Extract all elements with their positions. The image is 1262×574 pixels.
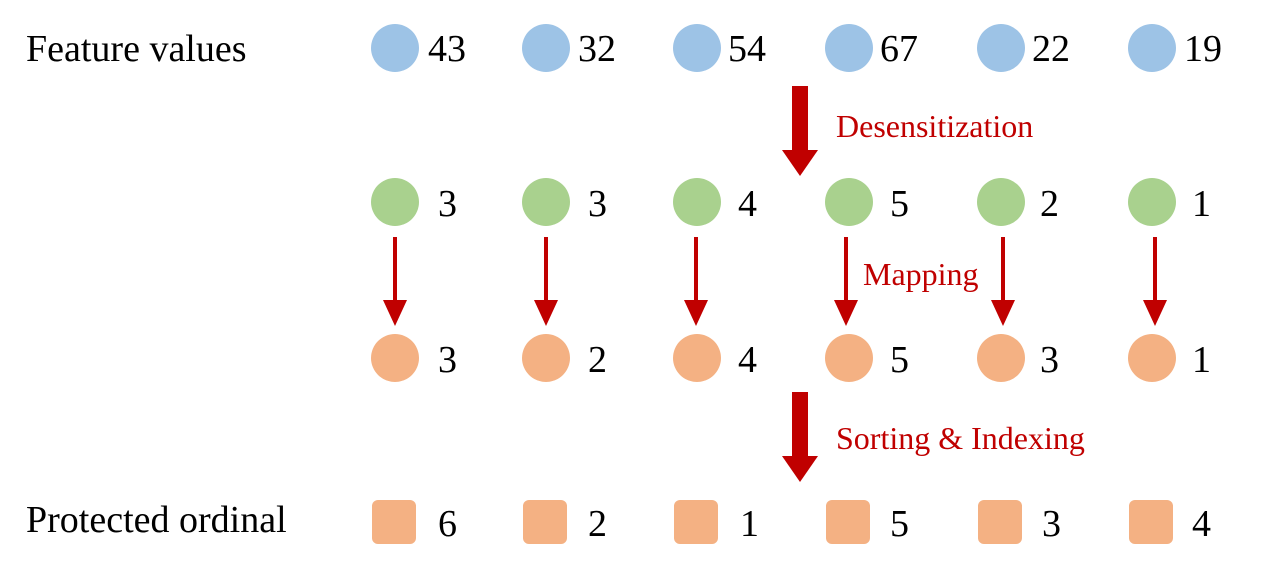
mapped-node-6	[1128, 334, 1176, 382]
desensitized-node-2	[522, 178, 570, 226]
protected-node-5	[978, 500, 1022, 544]
feature-values-label: Feature values	[26, 28, 247, 70]
mapped-node-1	[371, 334, 419, 382]
feature-node-1	[371, 24, 419, 72]
feature-value-2: 32	[578, 28, 616, 70]
mapping-label: Mapping	[863, 256, 979, 292]
mapping-arrow-5	[991, 237, 1015, 326]
protected-value-5: 3	[1042, 503, 1061, 545]
mapped-value-2: 2	[588, 339, 607, 381]
desensitized-node-5	[977, 178, 1025, 226]
desensitized-value-6: 1	[1192, 183, 1211, 225]
protected-value-6: 4	[1192, 503, 1211, 545]
desensitized-node-3	[673, 178, 721, 226]
protected-node-6	[1129, 500, 1173, 544]
mapped-node-3	[673, 334, 721, 382]
desensitized-value-4: 5	[890, 183, 909, 225]
protected-ordinal-label: Protected ordinal	[26, 499, 287, 541]
desensitized-node-4	[825, 178, 873, 226]
protected-node-3	[674, 500, 718, 544]
feature-value-4: 67	[880, 28, 918, 70]
feature-value-5: 22	[1032, 28, 1070, 70]
protected-value-2: 2	[588, 503, 607, 545]
protected-value-1: 6	[438, 503, 457, 545]
mapped-value-3: 4	[738, 339, 757, 381]
desensitized-node-1	[371, 178, 419, 226]
feature-node-2	[522, 24, 570, 72]
mapped-node-4	[825, 334, 873, 382]
desensitized-value-5: 2	[1040, 183, 1059, 225]
feature-node-6	[1128, 24, 1176, 72]
sorting-indexing-label: Sorting & Indexing	[836, 420, 1085, 456]
mapping-arrow-3	[684, 237, 708, 326]
desensitization-arrow	[782, 86, 818, 176]
desensitized-node-6	[1128, 178, 1176, 226]
mapping-arrow-1	[383, 237, 407, 326]
desensitized-value-2: 3	[588, 183, 607, 225]
mapped-node-5	[977, 334, 1025, 382]
mapping-arrow-2	[534, 237, 558, 326]
mapped-value-6: 1	[1192, 339, 1211, 381]
desensitization-label: Desensitization	[836, 108, 1034, 144]
mapped-value-4: 5	[890, 339, 909, 381]
protected-value-3: 1	[740, 503, 759, 545]
feature-value-3: 54	[728, 28, 766, 70]
mapping-arrow-4	[834, 237, 858, 326]
sorting-arrow	[782, 392, 818, 482]
protected-node-4	[826, 500, 870, 544]
desensitized-value-3: 4	[738, 183, 757, 225]
mapped-value-1: 3	[438, 339, 457, 381]
protected-node-2	[523, 500, 567, 544]
feature-value-1: 43	[428, 28, 466, 70]
feature-value-6: 19	[1184, 28, 1222, 70]
mapped-value-5: 3	[1040, 339, 1059, 381]
feature-node-4	[825, 24, 873, 72]
feature-node-3	[673, 24, 721, 72]
mapping-arrow-6	[1143, 237, 1167, 326]
desensitized-value-1: 3	[438, 183, 457, 225]
feature-node-5	[977, 24, 1025, 72]
mapped-node-2	[522, 334, 570, 382]
protected-node-1	[372, 500, 416, 544]
protected-value-4: 5	[890, 503, 909, 545]
